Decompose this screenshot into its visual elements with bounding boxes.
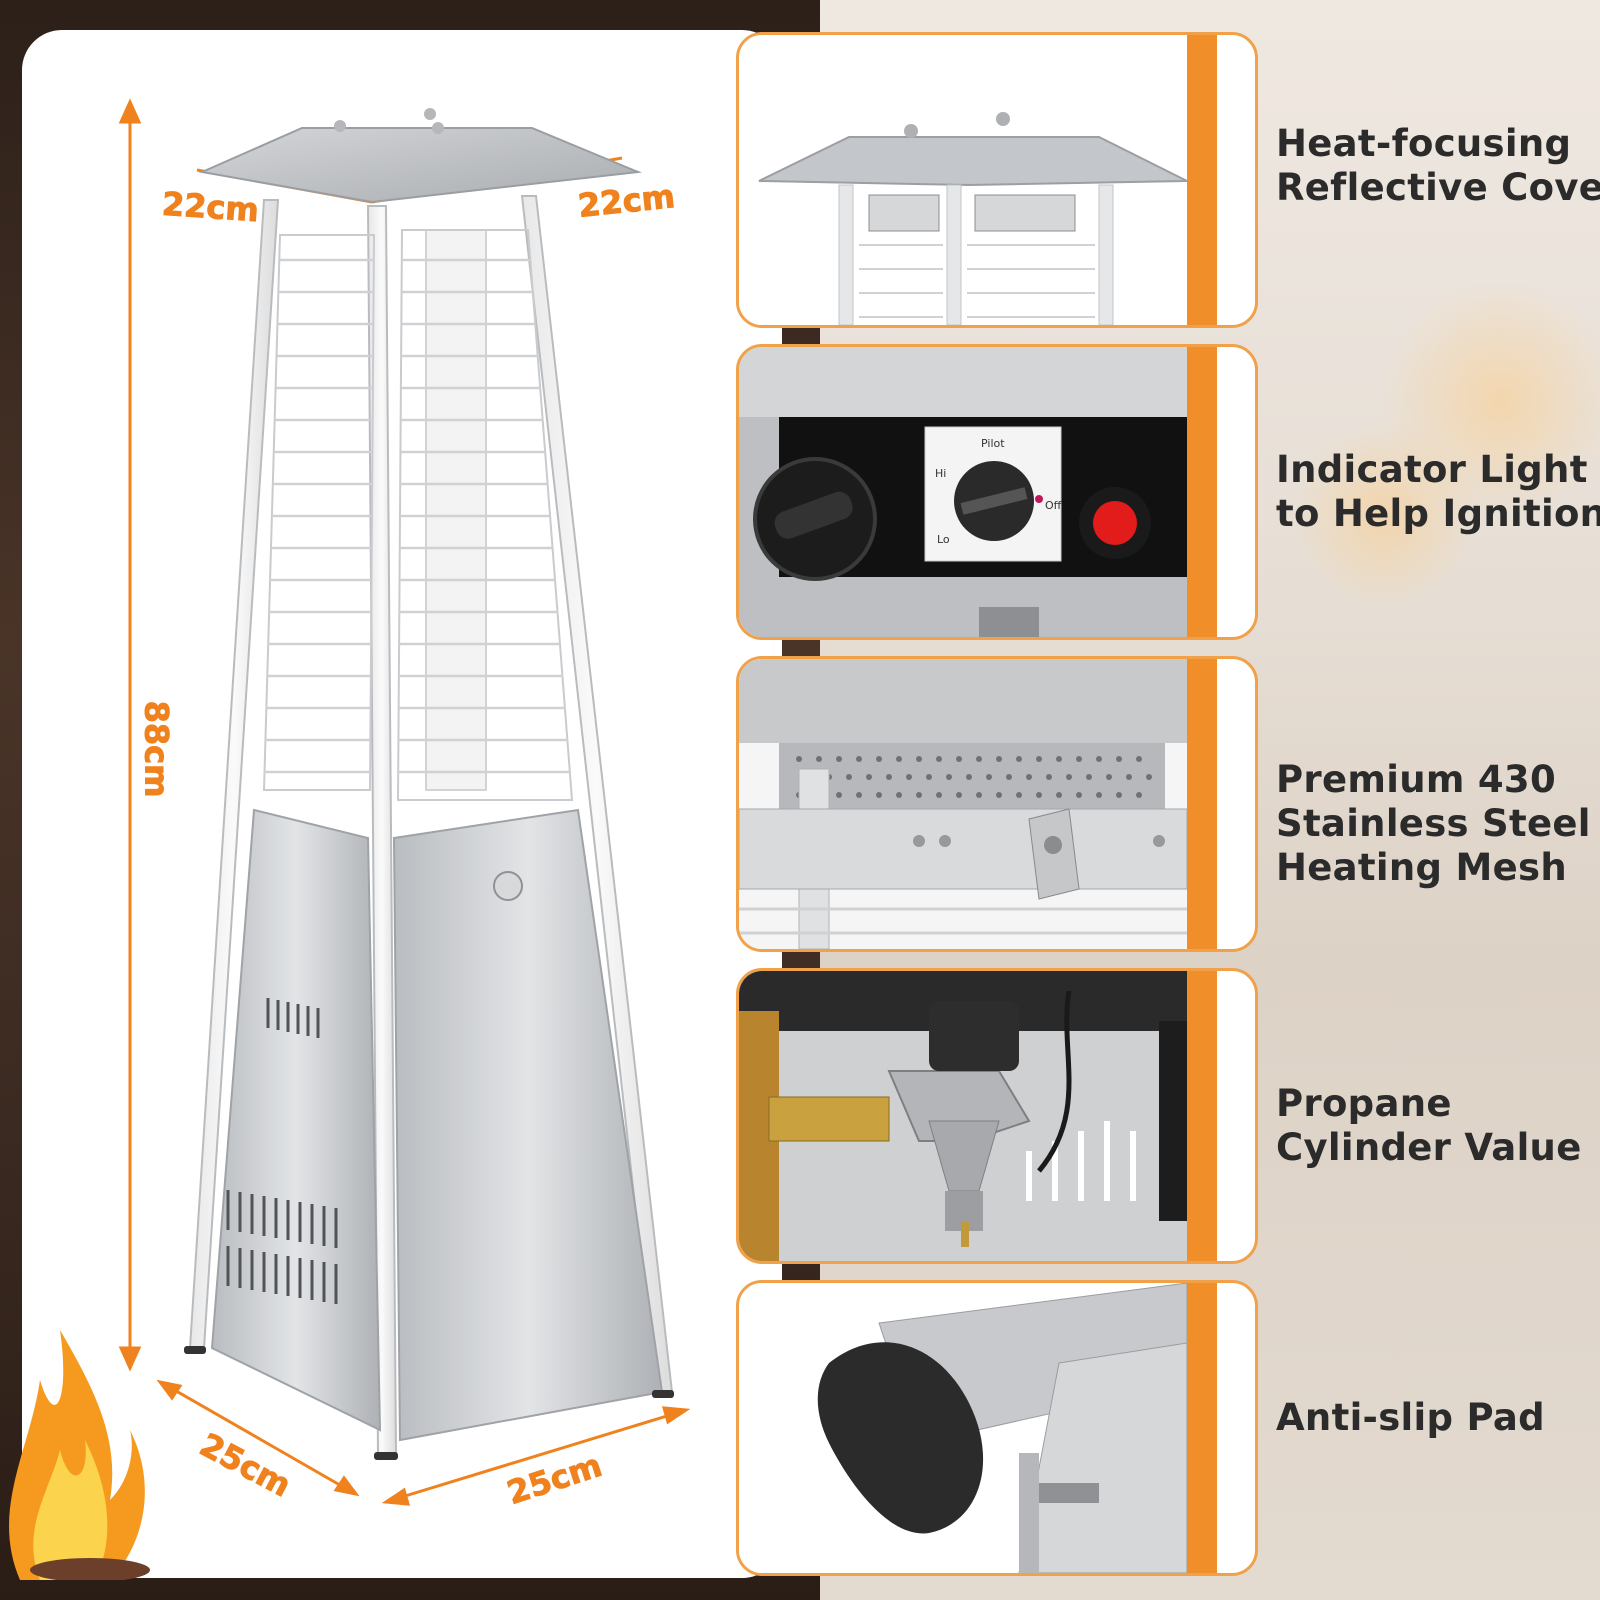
- product-card: 22cm 22cm 88cm 25cm 25cm: [22, 30, 782, 1578]
- feature-panel-reflective-cover: [736, 32, 1258, 328]
- dimension-height: 88cm: [137, 700, 176, 798]
- accent-strip: [1187, 971, 1217, 1261]
- feature-label-line: Reflective Cover: [1276, 166, 1600, 209]
- feature-panel-propane-valve: [736, 968, 1258, 1264]
- bokeh-light: [1290, 420, 1480, 610]
- accent-strip: [1187, 659, 1217, 949]
- feature-label-heating-mesh: Premium 430 Stainless Steel Heating Mesh: [1276, 758, 1596, 890]
- feature-panel-heating-mesh: [736, 656, 1258, 952]
- flame-icon: [9, 1330, 150, 1580]
- off-label: Off: [1045, 499, 1062, 512]
- hi-label: Hi: [935, 467, 946, 480]
- heating-mesh-photo: [739, 659, 1187, 949]
- feature-label-line: Anti-slip Pad: [1276, 1396, 1545, 1439]
- feature-label-line: Heating Mesh: [1276, 846, 1567, 889]
- accent-strip: [1187, 35, 1217, 325]
- dimension-top-left: 22cm: [160, 184, 261, 230]
- heating-mesh-bars: [264, 258, 570, 774]
- feature-label-propane-valve: Propane Cylinder Value: [1276, 1082, 1596, 1170]
- anti-slip-pad-photo: [739, 1283, 1187, 1573]
- feature-panel-anti-slip-pad: [736, 1280, 1258, 1576]
- feature-label-line: Stainless Steel: [1276, 802, 1591, 845]
- feature-label-line: Cylinder Value: [1276, 1126, 1582, 1169]
- pilot-label: Pilot: [981, 437, 1005, 450]
- feature-label-line: Propane: [1276, 1082, 1452, 1125]
- base-vents: [226, 998, 338, 1304]
- bokeh-light: [1380, 280, 1600, 520]
- patio-heater-illustration: [118, 98, 691, 1506]
- feature-label-line: Heat-focusing: [1276, 122, 1572, 165]
- feature-label-line: Indicator Light: [1276, 448, 1588, 491]
- accent-strip: [1187, 347, 1217, 637]
- propane-valve-photo: [739, 971, 1187, 1261]
- feature-panel-ignition: Pilot Hi Lo Off: [736, 344, 1258, 640]
- feature-label-reflective-cover: Heat-focusing Reflective Cover: [1276, 122, 1600, 210]
- feature-label-line: Premium 430: [1276, 758, 1557, 801]
- feature-label-line: to Help Ignition: [1276, 492, 1600, 535]
- lo-label: Lo: [937, 533, 950, 546]
- ignition-control-photo: Pilot Hi Lo Off: [739, 347, 1187, 637]
- feature-label-ignition: Indicator Light to Help Ignition: [1276, 448, 1600, 536]
- feature-label-anti-slip-pad: Anti-slip Pad: [1276, 1396, 1596, 1440]
- accent-strip: [1187, 1283, 1217, 1573]
- reflective-cover-photo: [739, 35, 1187, 325]
- anti-slip-feet: [184, 1346, 674, 1460]
